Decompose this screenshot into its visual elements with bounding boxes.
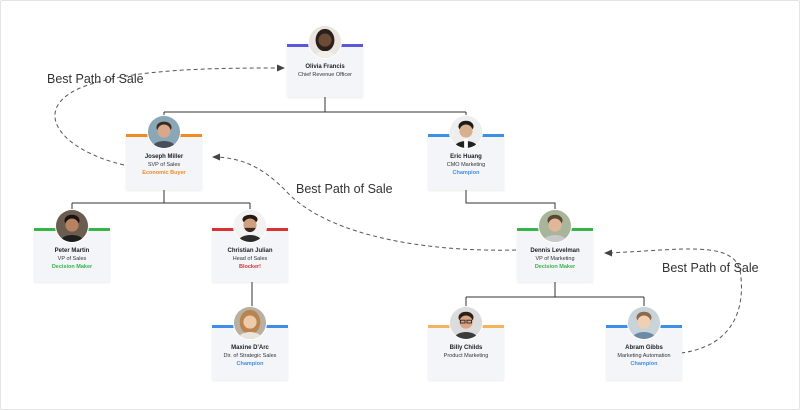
avatar: [449, 306, 483, 340]
person-title: Marketing Automation: [617, 353, 671, 359]
org-card-dennis-levelman[interactable]: Dennis Levelman VP of Marketing Decision…: [517, 209, 593, 282]
best-path-curve-3: [607, 248, 742, 354]
best-path-label-2: Best Path of Sale: [296, 182, 393, 196]
person-name: Joseph Miller: [144, 154, 184, 160]
person-title: SVP of Sales: [147, 162, 181, 168]
avatar: [627, 306, 661, 340]
person-name: Billy Childs: [449, 345, 483, 351]
org-card-maxine-darc[interactable]: Maxine D'Arc Dir. of Strategic Sales Cha…: [212, 306, 288, 380]
org-card-christian-julian[interactable]: Christian Julian Head of Sales Blocker!: [212, 209, 288, 282]
best-path-arrowhead-2: [212, 153, 220, 161]
person-role: Decision Maker: [534, 264, 576, 270]
org-card-joseph-miller[interactable]: Joseph Miller SVP of Sales Economic Buye…: [126, 115, 202, 190]
person-name: Christian Julian: [227, 248, 273, 254]
person-name: Dennis Levelman: [530, 248, 580, 254]
person-name: Eric Huang: [450, 154, 482, 160]
org-card-abram-gibbs[interactable]: Abram Gibbs Marketing Automation Champio…: [606, 306, 682, 380]
best-path-label-3: Best Path of Sale: [662, 261, 759, 275]
org-card-olivia-francis[interactable]: Olivia Francis Chief Revenue Officer: [287, 25, 363, 97]
person-title: Head of Sales: [232, 256, 268, 262]
avatar: [449, 115, 483, 149]
org-card-peter-martin[interactable]: Peter Martin VP of Sales Decision Maker: [34, 209, 110, 282]
org-card-billy-childs[interactable]: Billy Childs Product Marketing: [428, 306, 504, 380]
person-role: Blocker!: [238, 264, 261, 270]
person-role: Champion: [630, 361, 658, 367]
person-role: Economic Buyer: [142, 170, 186, 176]
avatar: [233, 209, 267, 243]
avatar: [147, 115, 181, 149]
person-role: Champion: [236, 361, 264, 367]
person-name: Peter Martin: [54, 248, 90, 254]
connector-olivia: [163, 97, 467, 132]
connector-joseph: [71, 190, 251, 225]
person-name: Abram Gibbs: [625, 345, 663, 351]
person-name: Olivia Francis: [305, 64, 345, 70]
person-title: CMO Marketing: [446, 162, 486, 168]
best-path-arrowhead-1: [277, 64, 285, 72]
org-card-eric-huang[interactable]: Eric Huang CMO Marketing Champion: [428, 115, 504, 190]
best-path-curve-2: [214, 156, 517, 251]
person-role: Champion: [452, 170, 480, 176]
person-title: Dir. of Strategic Sales: [223, 353, 277, 359]
best-path-arrowhead-3: [604, 249, 612, 257]
best-path-label-1: Best Path of Sale: [47, 72, 144, 86]
avatar: [538, 209, 572, 243]
connector-dennis: [465, 282, 645, 322]
person-title: VP of Marketing: [535, 256, 575, 262]
person-name: Maxine D'Arc: [231, 345, 269, 351]
avatar: [55, 209, 89, 243]
avatar: [233, 306, 267, 340]
person-title: Chief Revenue Officer: [297, 72, 352, 78]
person-role: Decision Maker: [51, 264, 93, 270]
person-title: VP of Sales: [57, 256, 87, 262]
best-path-curve-1: [54, 67, 283, 166]
avatar: [308, 25, 342, 59]
person-title: Product Marketing: [443, 353, 489, 359]
